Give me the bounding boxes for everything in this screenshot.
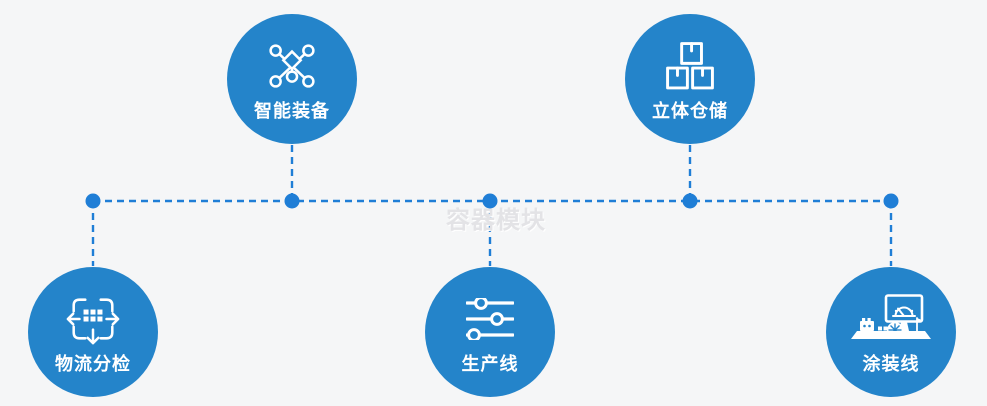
diagram-node-logistics-sorting: 物流分检 (28, 267, 158, 397)
junction-dot (85, 193, 101, 209)
node-label: 物流分检 (55, 353, 131, 374)
sorting-arrows-icon (65, 292, 121, 346)
diagram-node-painting-line: 涂装线 (826, 267, 956, 397)
node-label: 智能装备 (254, 100, 330, 121)
diagram-node-stereoscopic-warehouse: 立体仓储 (625, 14, 755, 144)
junction-dot (284, 193, 300, 209)
stacked-boxes-icon (666, 39, 714, 93)
network-nodes-icon (263, 39, 321, 93)
diagram-node-intelligent-equipment: 智能装备 (227, 14, 357, 144)
junction-dot (682, 193, 698, 209)
junction-dot (482, 193, 498, 209)
junction-dot (883, 193, 899, 209)
diagram-node-production-line: 生产线 (425, 267, 555, 397)
node-label: 生产线 (461, 353, 519, 374)
node-label: 立体仓储 (652, 100, 728, 121)
node-label: 涂装线 (862, 353, 920, 374)
watermark-text: 容器模块 (446, 207, 546, 234)
control-station-icon (849, 292, 933, 346)
sliders-icon (466, 292, 514, 346)
